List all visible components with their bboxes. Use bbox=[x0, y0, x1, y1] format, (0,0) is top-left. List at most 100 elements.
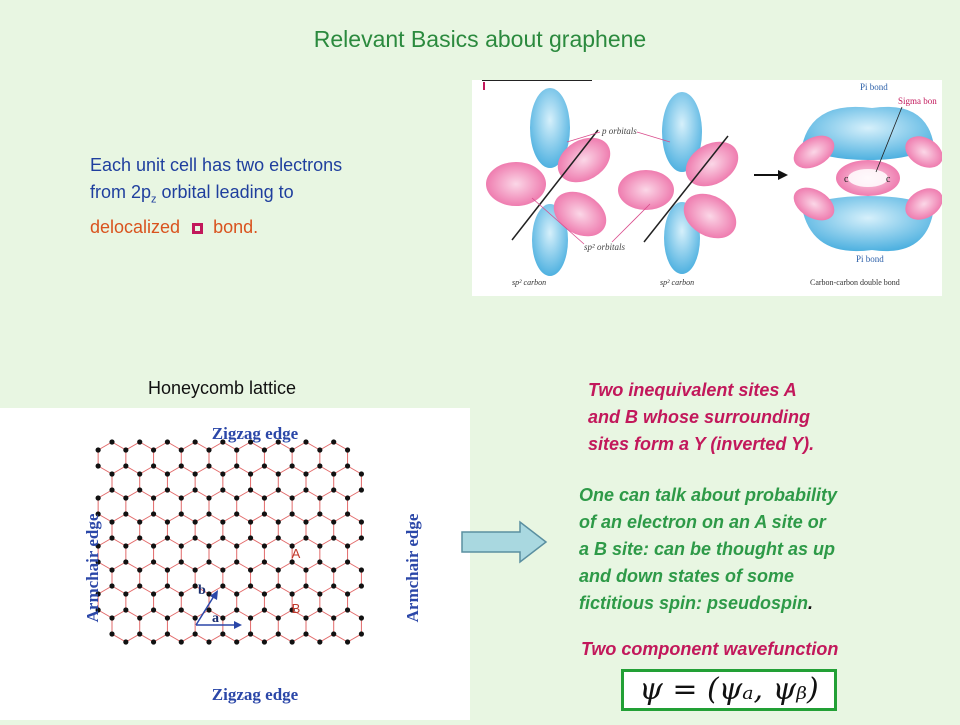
lattice-bond bbox=[278, 609, 293, 619]
lattice-bond bbox=[291, 513, 307, 523]
lattice-site bbox=[275, 583, 281, 589]
lattice-site bbox=[123, 463, 129, 469]
lattice-bond bbox=[139, 465, 154, 475]
lattice-bond bbox=[264, 489, 279, 499]
lattice-site bbox=[123, 511, 129, 517]
lattice-site bbox=[150, 639, 157, 645]
lattice-site bbox=[234, 639, 240, 645]
lattice-site bbox=[331, 535, 337, 541]
lattice-bond bbox=[181, 585, 196, 595]
lattice-bond bbox=[139, 561, 154, 571]
lattice-site bbox=[303, 519, 309, 525]
lattice-site bbox=[331, 487, 337, 493]
lattice-bond bbox=[153, 561, 168, 571]
lattice-site bbox=[220, 615, 226, 621]
lattice-bond bbox=[139, 513, 154, 523]
vector-a-head bbox=[234, 621, 242, 629]
lattice-bond bbox=[97, 585, 113, 595]
intro-line-3-pre: delocalized bbox=[90, 216, 181, 237]
lattice-bond bbox=[167, 633, 182, 643]
lattice-bond bbox=[208, 633, 224, 643]
pseudo-line-5-period: . bbox=[808, 593, 814, 613]
lattice-bond bbox=[181, 465, 196, 475]
lattice-site bbox=[137, 471, 143, 477]
left-carbon-orbitals bbox=[486, 88, 611, 276]
lattice-site bbox=[164, 519, 171, 525]
honeycomb-lattice: Zigzag edge Zigzag edge Armchair edge Ar… bbox=[0, 408, 470, 720]
lattice-site bbox=[303, 471, 309, 477]
lattice-site bbox=[275, 519, 281, 525]
lattice-site bbox=[192, 471, 198, 477]
lattice-site bbox=[317, 463, 323, 469]
lattice-site bbox=[206, 559, 212, 565]
lattice-site bbox=[261, 463, 268, 469]
lattice-site bbox=[150, 447, 157, 453]
lattice-bond bbox=[222, 465, 237, 475]
left-sp2-lobe-left bbox=[486, 162, 546, 206]
lattice-bond bbox=[236, 609, 251, 619]
lattice-site bbox=[358, 567, 365, 573]
lattice-site bbox=[109, 535, 115, 541]
left-sp2-lobe-upper bbox=[557, 137, 611, 183]
lattice-site bbox=[123, 543, 129, 549]
lattice-bond bbox=[333, 537, 348, 547]
lattice-site bbox=[234, 559, 240, 565]
mid-sp2-lobe-left bbox=[618, 170, 674, 210]
lattice-bond bbox=[139, 609, 154, 619]
lattice-site bbox=[220, 471, 226, 477]
lattice-bond bbox=[278, 489, 293, 499]
lattice-site bbox=[178, 543, 184, 549]
lattice-bond bbox=[278, 465, 293, 475]
lattice-bond bbox=[236, 561, 251, 571]
lattice-site bbox=[150, 495, 157, 501]
lattice-site bbox=[234, 607, 240, 613]
lattice-site bbox=[275, 439, 281, 445]
reaction-arrow-head bbox=[778, 170, 788, 180]
sites-line-1: Two inequivalent sites A bbox=[588, 380, 797, 400]
lattice-bond bbox=[194, 465, 210, 475]
caption-double-bond: Carbon-carbon double bond bbox=[810, 278, 900, 287]
pseudo-line-1: One can talk about probability bbox=[579, 485, 838, 505]
lattice-site bbox=[178, 591, 184, 597]
lattice-bond bbox=[222, 561, 237, 571]
lattice-site bbox=[247, 631, 254, 637]
pseudo-line-3: a B site: can be thought as up bbox=[579, 539, 836, 559]
lattice-bond bbox=[305, 633, 321, 643]
lattice-site bbox=[261, 447, 268, 453]
lattice-site bbox=[150, 591, 157, 597]
lattice-site bbox=[137, 519, 143, 525]
lattice-bond bbox=[97, 609, 113, 619]
lattice-site bbox=[234, 463, 240, 469]
lattice-site bbox=[164, 535, 171, 541]
lattice-site bbox=[95, 591, 101, 597]
lattice-site bbox=[303, 535, 309, 541]
lattice-bond bbox=[333, 513, 348, 523]
lattice-bond bbox=[167, 585, 182, 595]
lattice-site bbox=[109, 631, 115, 637]
lattice-site bbox=[358, 583, 365, 589]
lattice-bond bbox=[250, 489, 265, 499]
intro-line-2-pre: from 2p bbox=[90, 182, 152, 202]
lattice-bond bbox=[194, 537, 210, 547]
lattice-bond bbox=[278, 513, 293, 523]
lattice-site bbox=[109, 583, 115, 589]
lattice-bond bbox=[278, 585, 293, 595]
lattice-bond bbox=[319, 489, 334, 499]
caption-sp2-left: sp² carbon bbox=[512, 278, 546, 287]
lattice-site bbox=[234, 511, 240, 517]
lattice-site bbox=[331, 439, 337, 445]
left-sp2-lobe-lower bbox=[553, 191, 607, 237]
lattice-site bbox=[358, 615, 365, 621]
lattice-bond bbox=[278, 561, 293, 571]
double-bond-orbitals: c c bbox=[793, 106, 943, 252]
lattice-bond bbox=[208, 561, 224, 571]
lattice-bond bbox=[222, 489, 237, 499]
intro-line-2: from 2pz orbital leading to bbox=[90, 179, 342, 214]
lattice-site bbox=[137, 583, 143, 589]
sigma-bond-label: Sigma bon bbox=[898, 96, 937, 106]
lattice-bond bbox=[111, 465, 127, 475]
lattice-bond bbox=[319, 441, 334, 451]
lattice-site bbox=[220, 535, 226, 541]
lattice-bond bbox=[125, 537, 140, 547]
lattice-site bbox=[358, 487, 365, 493]
